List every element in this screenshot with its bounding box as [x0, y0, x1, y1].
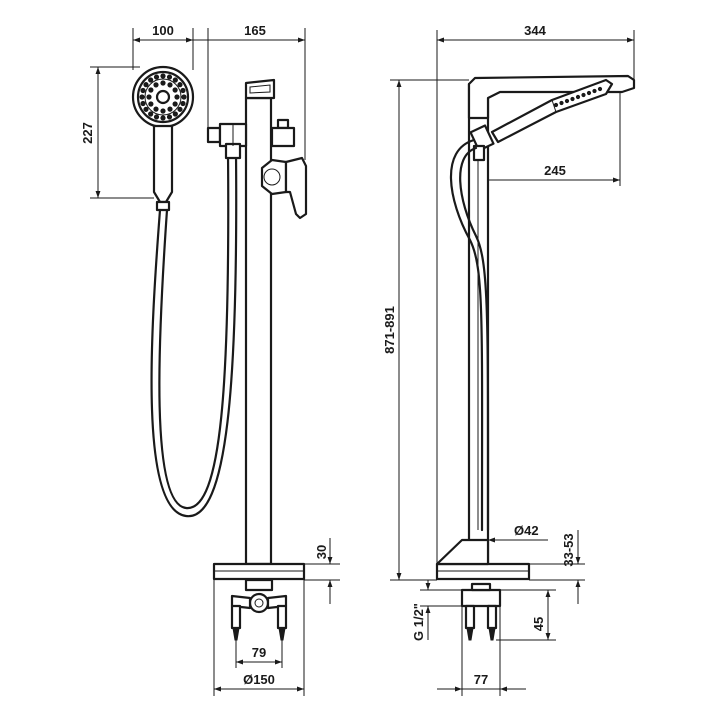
shower-hose-outer	[150, 150, 238, 518]
spray-nozzle	[146, 94, 152, 100]
spray-nozzle	[160, 115, 166, 121]
side-spray-nozzle	[553, 102, 559, 108]
side-spray-nozzle	[559, 100, 564, 106]
dim-fixing-spacing-label: 79	[252, 645, 266, 660]
front-dimensions: 100 165 227 30 79	[80, 23, 340, 696]
spray-nozzle	[153, 74, 160, 80]
spout-cap	[244, 78, 276, 100]
spray-nozzle	[166, 114, 173, 120]
dim-fixing-depth-label: 45	[531, 617, 546, 631]
spray-nozzle	[148, 77, 154, 83]
side-floor-fixing	[460, 582, 502, 641]
dim-connection-label: G 1/2"	[411, 603, 426, 641]
hand-shower-head	[131, 65, 195, 212]
shower-hose-inner	[158, 150, 230, 510]
spray-nozzle	[167, 106, 173, 112]
side-shower-hose-outer	[449, 138, 484, 532]
side-spray-nozzle	[586, 90, 592, 96]
spray-nozzle	[139, 94, 145, 100]
mixer-lever-handle	[260, 156, 308, 220]
dim-holder-reach-label: 245	[544, 163, 566, 178]
spray-nozzle	[148, 101, 154, 107]
front-view: 100 165 227 30 79	[80, 23, 340, 696]
front-floor-fixing	[230, 578, 288, 641]
spray-nozzle	[140, 100, 146, 107]
side-dimensions: 344 245 871-891 Ø42 33-53 G 1/2"	[382, 23, 635, 696]
spray-nozzle	[140, 87, 146, 94]
dim-spout-offset-label: 165	[244, 23, 266, 38]
spray-nozzle	[174, 94, 180, 100]
dim-head-width-label: 100	[152, 23, 174, 38]
spray-nozzle	[143, 106, 149, 112]
side-shower-hose-inner	[459, 146, 490, 532]
spray-nozzle	[172, 77, 178, 83]
spray-nozzle	[177, 106, 183, 112]
spray-nozzle	[148, 111, 154, 117]
dim-base-height-label: 30	[314, 545, 329, 559]
spray-nozzle	[180, 87, 186, 94]
dim-head-height-label: 227	[80, 122, 95, 144]
spray-nozzle	[148, 87, 154, 93]
dim-column-diameter-label: Ø42	[514, 523, 539, 538]
spray-nozzle	[177, 82, 183, 88]
hose-holder-bracket	[206, 122, 248, 160]
spray-nozzle	[181, 94, 187, 100]
spray-nozzle	[160, 108, 166, 114]
diverter-knob	[270, 118, 296, 148]
dim-total-height-label: 871-891	[382, 306, 397, 354]
spray-nozzle	[153, 106, 159, 112]
spray-nozzle	[172, 111, 178, 117]
spray-nozzle	[167, 82, 173, 88]
spray-nozzle	[160, 73, 166, 79]
spray-nozzle	[180, 100, 186, 107]
spray-nozzle	[153, 82, 159, 88]
dim-base-diameter-label: Ø150	[243, 672, 275, 687]
spray-nozzle	[143, 82, 149, 88]
side-view: 344 245 871-891 Ø42 33-53 G 1/2"	[382, 23, 636, 696]
side-spray-nozzle	[592, 88, 597, 94]
side-spray-nozzle	[575, 94, 581, 100]
side-spray-nozzle	[597, 86, 603, 92]
spray-nozzle	[172, 87, 178, 93]
spray-nozzle	[172, 101, 178, 107]
side-spray-nozzle	[570, 96, 575, 102]
dim-fixing-width-label: 77	[474, 672, 488, 687]
side-hand-shower	[469, 78, 614, 162]
side-spray-nozzle	[564, 98, 570, 104]
dim-spout-reach-label: 344	[524, 23, 546, 38]
spray-nozzle	[160, 80, 166, 86]
side-spray-nozzle	[581, 92, 586, 98]
spray-nozzle	[153, 114, 160, 120]
spray-nozzle	[166, 74, 173, 80]
dim-side-base-height-label: 33-53	[561, 533, 576, 566]
